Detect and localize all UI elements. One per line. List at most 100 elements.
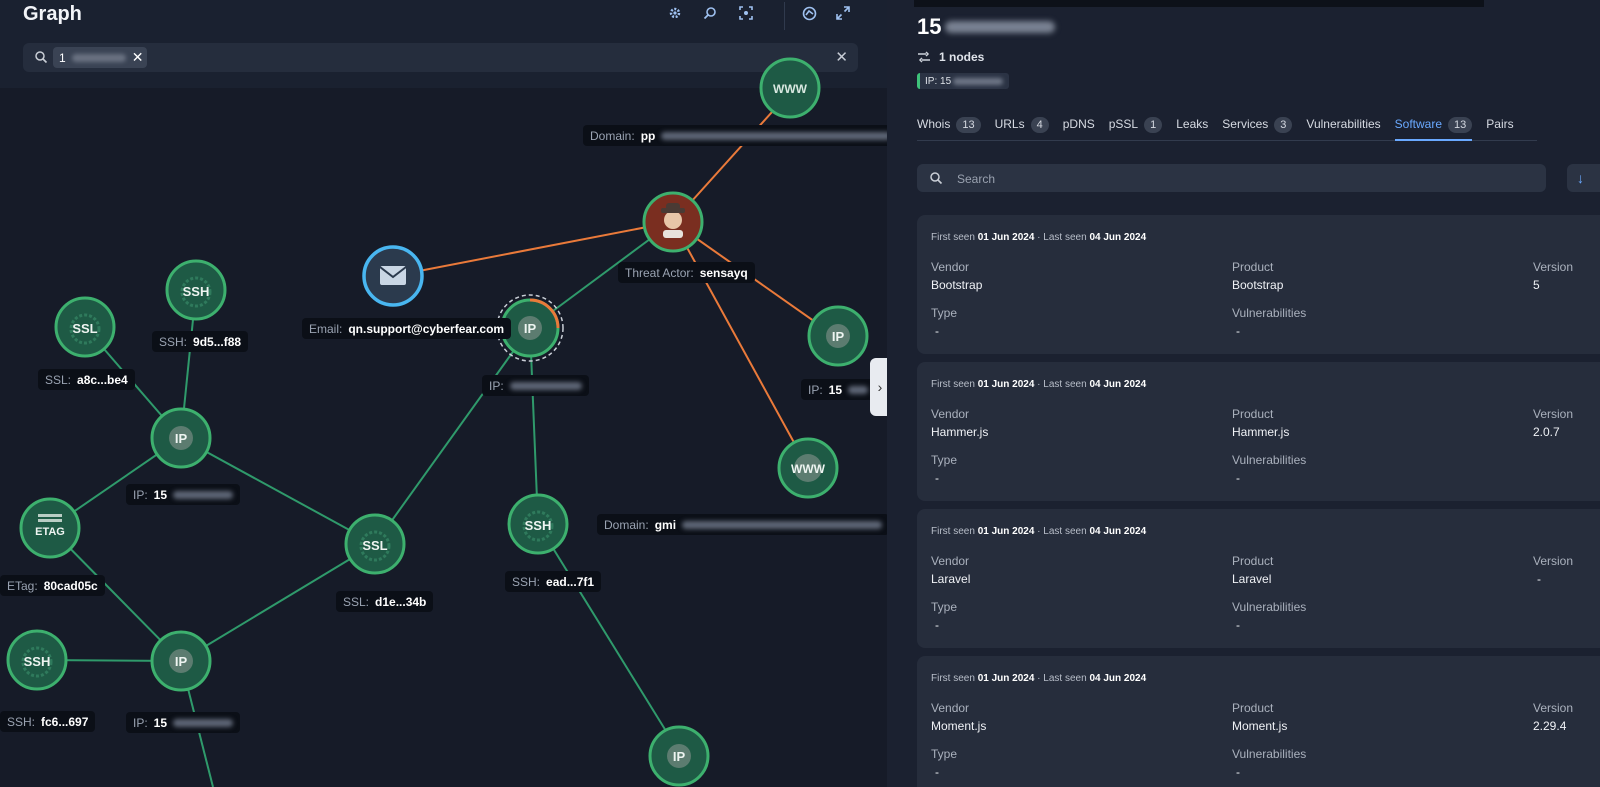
search-chip-text: 1: [59, 50, 66, 65]
redacted-text: [661, 131, 887, 140]
redacted-text: [682, 520, 883, 529]
node-ip-left[interactable]: IP: [150, 407, 212, 469]
type-value: -: [935, 618, 939, 632]
node-text: SSH: [24, 654, 51, 669]
product-value: Hammer.js: [1232, 425, 1290, 439]
node-ssh-top[interactable]: SSH: [165, 259, 227, 321]
node-ip-bottom-left[interactable]: IP: [150, 630, 212, 692]
edge: [392, 221, 674, 277]
search-zoom-icon[interactable]: [701, 6, 719, 24]
node-text: IP: [175, 654, 188, 669]
node-text: SSH: [525, 518, 552, 533]
redacted-text: [173, 490, 234, 499]
clear-search-icon[interactable]: ✕: [835, 49, 848, 66]
product-value: Moment.js: [1232, 719, 1288, 733]
version-value: 2.0.7: [1533, 425, 1560, 439]
gear-icon[interactable]: [666, 6, 684, 24]
redacted-text: [848, 385, 869, 394]
software-card: First seen 01 Jun 2024 · Last seen 04 Ju…: [917, 509, 1600, 648]
node-text: IP: [673, 749, 686, 764]
label-ip-right[interactable]: IP: 15: [801, 379, 876, 400]
node-domain-top[interactable]: WWW: [759, 57, 821, 119]
label-domain-top[interactable]: Domain: pp: [583, 125, 887, 146]
threat-actor-icon: [664, 211, 682, 229]
node-text: IP: [524, 321, 537, 336]
tab-pairs[interactable]: Pairs: [1486, 117, 1514, 131]
software-card: First seen 01 Jun 2024 · Last seen 04 Ju…: [917, 362, 1600, 501]
edge: [537, 523, 680, 753]
panel-title: 15: [917, 14, 1056, 40]
node-ip-selected[interactable]: IP: [496, 294, 564, 362]
label-ssl-mid[interactable]: SSL: d1e...34b: [336, 591, 434, 612]
node-email[interactable]: [362, 245, 424, 307]
label-ip-bottom-left[interactable]: IP: 15: [126, 712, 241, 733]
software-card: First seen 01 Jun 2024 · Last seen 04 Ju…: [917, 215, 1600, 354]
search-chip[interactable]: 1 ✕: [53, 47, 148, 68]
node-text: SSL: [72, 321, 97, 336]
vendor-value: Moment.js: [931, 719, 987, 733]
layout-icon[interactable]: [800, 6, 818, 24]
tab-vulnerabilities[interactable]: Vulnerabilities: [1306, 117, 1381, 131]
graph-search-bar[interactable]: 1 ✕ ✕: [23, 43, 858, 72]
edge: [672, 221, 839, 339]
nodes-summary: 1 nodes: [917, 50, 984, 64]
panel-top-strip: [914, 0, 1484, 7]
label-ssl-left[interactable]: SSL: a8c...be4: [38, 369, 135, 390]
node-ssh-bottom[interactable]: SSH: [6, 629, 68, 691]
product-value: Laravel: [1232, 572, 1272, 586]
node-threat-actor[interactable]: [642, 191, 704, 253]
label-ssh-top[interactable]: SSH: 9d5...f88: [152, 331, 249, 352]
vulnerabilities-value: -: [1236, 618, 1240, 632]
label-domain-mid[interactable]: Domain: gmi: [597, 514, 887, 535]
edge: [180, 437, 376, 545]
label-ip-left[interactable]: IP: 15: [126, 484, 241, 505]
label-ssh-bottom[interactable]: SSH: fc6...697: [0, 711, 96, 732]
node-ip-right[interactable]: IP: [807, 305, 869, 367]
node-ssl-mid[interactable]: SSL: [344, 513, 406, 575]
graph-canvas[interactable]: WWW SSH SSL: [0, 0, 887, 787]
expand-icon[interactable]: [834, 6, 852, 24]
redacted-text: [71, 53, 126, 62]
label-ssh-mid[interactable]: SSH: ead...7f1: [505, 571, 602, 592]
download-arrow-icon[interactable]: ↓: [1567, 164, 1600, 192]
tab-pdns[interactable]: pDNS: [1062, 117, 1095, 131]
node-text: WWW: [773, 82, 808, 96]
product-value: Bootstrap: [1232, 278, 1284, 292]
fit-screen-icon[interactable]: [737, 6, 755, 24]
node-text: ETAG: [35, 526, 65, 538]
edge: [180, 543, 376, 662]
type-value: -: [935, 324, 939, 338]
software-search[interactable]: [917, 164, 1546, 194]
chip-remove-icon[interactable]: ✕: [131, 49, 144, 65]
node-text: SSL: [362, 538, 387, 553]
node-etag[interactable]: ETAG: [19, 497, 81, 559]
label-ip-selected[interactable]: IP:: [482, 375, 589, 396]
redacted-text: [945, 21, 1056, 33]
tab-leaks[interactable]: Leaks: [1176, 117, 1209, 131]
ip-tag: IP: 15: [917, 73, 1010, 89]
vulnerabilities-value: -: [1236, 765, 1240, 779]
label-email[interactable]: Email: qn.support@cyberfear.com: [302, 318, 512, 339]
redacted-text: [173, 718, 234, 727]
node-ssh-mid[interactable]: SSH: [507, 493, 569, 555]
label-etag[interactable]: ETag: 80cad05c: [0, 575, 105, 596]
redacted-text: [953, 77, 1004, 85]
node-text: WWW: [791, 462, 826, 476]
node-domain-mid[interactable]: WWW: [777, 437, 839, 499]
version-value: -: [1537, 572, 1541, 586]
type-value: -: [935, 471, 939, 485]
node-ssl-left[interactable]: SSL: [54, 296, 116, 358]
graph-header: Graph 1 ✕ ✕: [0, 0, 887, 88]
graph-pane[interactable]: Graph 1 ✕ ✕: [0, 0, 887, 787]
collapse-panel-button[interactable]: ›: [870, 358, 890, 416]
node-ip-bottom[interactable]: IP: [648, 725, 710, 787]
node-text: IP: [832, 329, 845, 344]
label-threat-actor[interactable]: Threat Actor: sensayq: [618, 262, 755, 283]
search-input[interactable]: [955, 164, 1519, 194]
